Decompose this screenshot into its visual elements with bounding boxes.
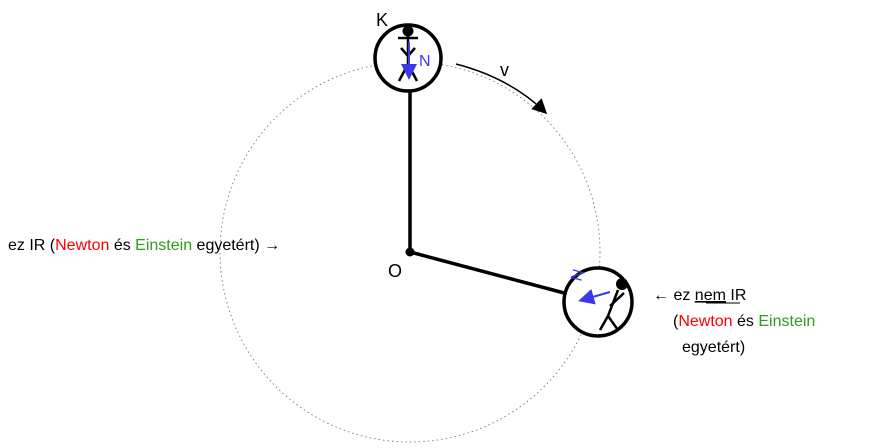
einstein-name: Einstein [135,237,192,254]
bottom-normal-force-arrow [578,289,611,305]
velocity-arrow [455,63,548,115]
label-n-bottom: N [568,267,587,283]
bottom-capsule [562,266,634,338]
orbit-circle [219,61,601,443]
label-v: v [500,60,509,80]
label-n-top: N [419,53,431,70]
left-note: ez IR (Newton és Einstein egyetért) → [8,237,280,254]
label-o: O [388,261,402,281]
top-capsule [373,23,443,93]
right-note-line1: ← ez nem IR [653,287,746,304]
newton-name: Newton [55,237,109,254]
bottom-person-icon [598,278,628,331]
center-point [405,247,415,257]
nem-word: nem [695,287,726,304]
rod-diagonal [409,250,569,296]
right-note-line2: (Newton és Einstein [673,313,815,330]
right-note-line3: egyetért) [682,339,745,356]
label-k: K [376,10,388,30]
